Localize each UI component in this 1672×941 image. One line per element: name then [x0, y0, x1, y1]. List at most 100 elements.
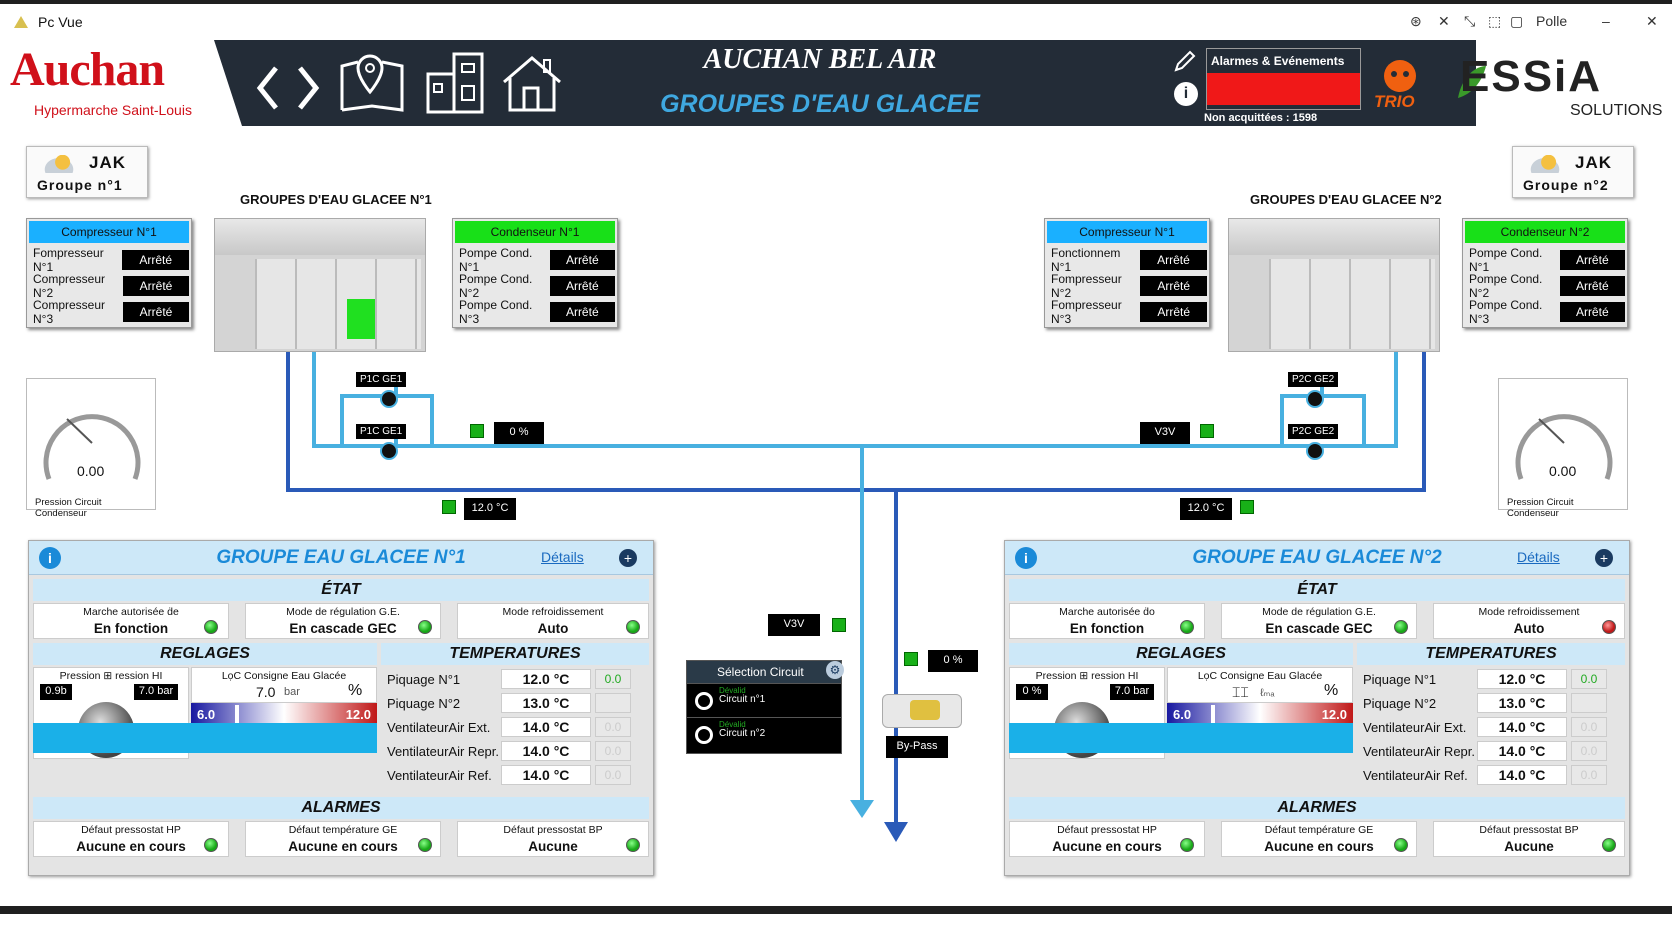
reglages-header: REGLAGES: [33, 643, 377, 665]
expand-icon[interactable]: ⬚: [1488, 13, 1502, 29]
essia-leaf-icon: [1458, 66, 1486, 98]
pencil-icon[interactable]: [1172, 50, 1198, 74]
pump-icon[interactable]: [380, 442, 398, 460]
panel-header: i GROUPE EAU GLACEE N°2 Détails +: [1005, 541, 1629, 575]
close-button[interactable]: ✕: [1646, 13, 1658, 29]
cell-value: Auto: [537, 621, 569, 636]
reglages-header: REGLAGES: [1009, 643, 1353, 665]
map-pin-icon[interactable]: [338, 50, 408, 116]
weather-icon: [41, 155, 77, 173]
group2-title: GROUPES D'EAU GLACEE N°2: [1250, 192, 1442, 207]
settings-small-icon[interactable]: ⚙: [826, 661, 844, 679]
temp-label: VentilateurAir Ext.: [1363, 720, 1467, 735]
minimize-button[interactable]: –: [1602, 13, 1610, 29]
temp-value: 12.0 °C: [1477, 669, 1567, 689]
pump-icon[interactable]: [1306, 442, 1324, 460]
pump-icon[interactable]: [380, 390, 398, 408]
radio-icon[interactable]: [695, 726, 713, 744]
chiller-unit-1[interactable]: [214, 218, 426, 352]
compressor-state: Arrêté: [122, 250, 189, 270]
valve-icon[interactable]: [1200, 424, 1214, 438]
temp-offset: [1571, 693, 1607, 713]
temp-label: Piquage N°2: [1363, 696, 1437, 711]
page-icon[interactable]: ▢: [1510, 13, 1524, 29]
close-small-icon[interactable]: ✕: [1438, 13, 1450, 29]
trio-icon: [1384, 60, 1416, 92]
consigne-value: 7.0: [256, 684, 276, 700]
temp-label: Piquage N°2: [387, 696, 461, 711]
info-icon[interactable]: i: [1174, 82, 1198, 106]
status-led-icon: [418, 838, 432, 852]
details-link[interactable]: Détails: [1517, 549, 1560, 565]
compressor-running-indicator: [347, 299, 375, 339]
center-valve-position: 0 %: [928, 650, 978, 672]
temp-value: 13.0 °C: [1477, 693, 1567, 713]
weather-icon: [1527, 155, 1563, 173]
valve-icon[interactable]: [470, 424, 484, 438]
alarms-button[interactable]: Alarmes & Evénements: [1206, 48, 1361, 110]
temperatures-header: TEMPERATURES: [1357, 643, 1625, 665]
temp-offset: 0.0: [595, 717, 631, 737]
cell-label: Défaut température GE: [1264, 824, 1374, 836]
temp-offset: [595, 693, 631, 713]
compressor-state: Arrêté: [1140, 302, 1207, 322]
condenser-label: Pompe Cond. N°3: [1469, 298, 1543, 326]
consigne-setting[interactable]: LọC Consigne Eau Glacée ⌶⌶ ℓₘₐ %: [1167, 667, 1353, 703]
chiller-fans: [215, 219, 425, 255]
bypass-valve[interactable]: By-Pass: [882, 694, 972, 758]
radio-icon[interactable]: [695, 692, 713, 710]
jak-label: JAK: [89, 153, 127, 172]
valve-position: 0 %: [494, 422, 544, 444]
temp-value: 12.0 °C: [501, 669, 591, 689]
cell-value: Aucune en cours: [1052, 839, 1162, 854]
restore-icon[interactable]: ⤡: [1464, 13, 1476, 29]
pump-tag: P2C GE2: [1288, 424, 1339, 439]
consigne-setting[interactable]: LọC Consigne Eau Glacée 7.0 bar %: [191, 667, 377, 703]
details-link[interactable]: Détails: [541, 549, 584, 565]
pump-icon[interactable]: [1306, 390, 1324, 408]
status-led-icon: [418, 620, 432, 634]
cell-label: Marche autorisée ḋe: [83, 606, 179, 618]
chiller-unit-2[interactable]: [1228, 218, 1440, 352]
panel-title: GROUPE EAU GLACEE N°2: [1192, 547, 1442, 568]
expand-icon[interactable]: +: [619, 549, 637, 567]
chevron-left-icon[interactable]: [252, 62, 332, 114]
cell-label: Défaut pressostat HP: [1057, 824, 1157, 836]
temp-label: VentilateurAir Ref.: [387, 768, 492, 783]
alarm-cell: Défaut pressostat HP Aucune en cours: [1009, 821, 1205, 857]
status-led-icon: [1394, 838, 1408, 852]
info-icon[interactable]: i: [39, 547, 61, 569]
home-icon[interactable]: [500, 52, 564, 114]
condenser-header: Condenseur N°2: [1465, 221, 1625, 243]
cell-value: En fonction: [1069, 621, 1145, 636]
condenser-state: Arrêté: [549, 302, 615, 322]
v3v-tag: V3V: [1140, 422, 1190, 444]
help-icon[interactable]: ⊛: [1410, 13, 1422, 29]
jak-group1-badge[interactable]: JAK Groupe n°1: [26, 146, 148, 198]
buildings-icon[interactable]: [424, 50, 486, 116]
status-led-icon: [1394, 620, 1408, 634]
consigne-symbol: %: [1324, 682, 1339, 699]
slider-handle[interactable]: [235, 705, 239, 725]
alarmes-header: ALARMES: [33, 797, 649, 819]
valve-icon[interactable]: [832, 618, 846, 632]
info-icon[interactable]: i: [1015, 547, 1037, 569]
setting-progress-bar: [33, 723, 377, 753]
slider-handle[interactable]: [1211, 705, 1215, 725]
jak-group2-badge[interactable]: JAK Groupe n°2: [1512, 146, 1634, 198]
status-led-icon: [204, 620, 218, 634]
valve-icon[interactable]: [904, 652, 918, 666]
cell-label: Défaut température GE: [288, 824, 398, 836]
expand-icon[interactable]: +: [1595, 549, 1613, 567]
user-label[interactable]: Polle: [1536, 13, 1568, 29]
